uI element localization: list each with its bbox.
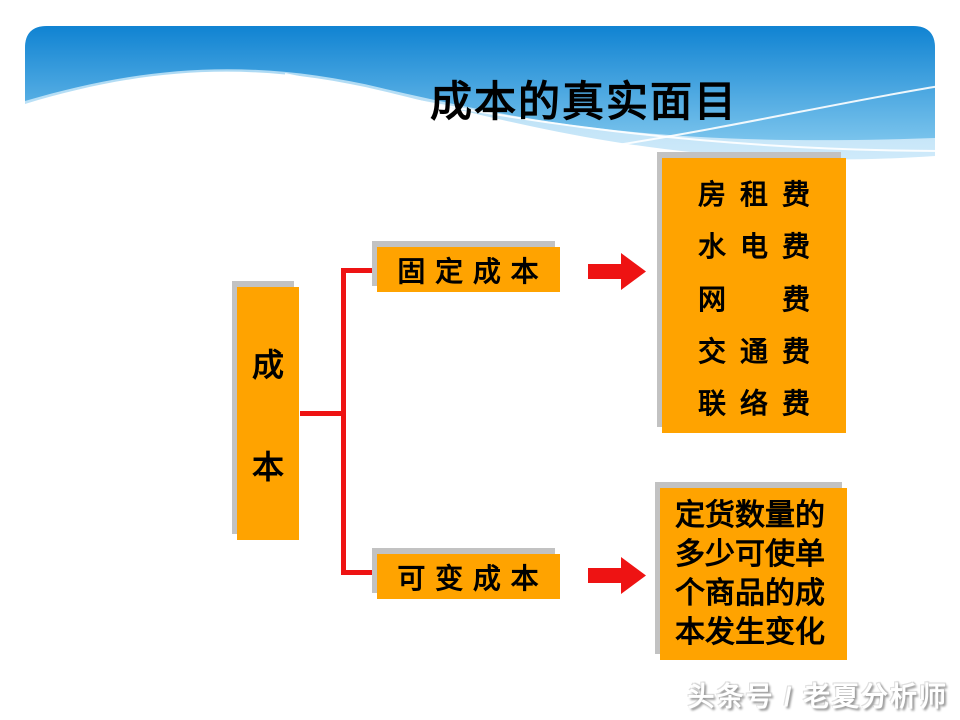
fee-item: 水电费 — [698, 225, 810, 265]
fee-char: 络 — [739, 388, 768, 419]
header-swoosh-line-a — [284, 73, 941, 152]
fee-char: 房 — [698, 179, 727, 210]
fee-char: 通 — [739, 335, 768, 367]
arrow-fixed-icon — [588, 253, 646, 290]
fee-item: 联络费 — [698, 382, 810, 422]
arrow-variable-icon — [588, 557, 646, 594]
variable-cost-note: 定货数量的多少可使单个商品的成本发生变化 — [675, 499, 825, 649]
fee-char: 电 — [739, 231, 768, 263]
cost-char-2: 本 — [251, 448, 284, 485]
page-title: 成本的真实面目 — [430, 78, 739, 125]
header-swoosh-line-b — [379, 85, 941, 171]
fixed-cost-details: 房租费水电费网费交通费联络费 — [662, 158, 846, 433]
fixed-cost-label: 固 定 成 本 — [397, 255, 540, 287]
fee-char: 联 — [698, 388, 727, 419]
connector-variable-stub — [344, 570, 378, 575]
fee-char: 费 — [781, 388, 810, 419]
fee-char: 交 — [698, 335, 727, 367]
connector-vertical-line — [341, 268, 346, 575]
fee-char: 费 — [781, 335, 810, 367]
fee-item: 网费 — [698, 278, 810, 318]
fee-char: 租 — [739, 179, 768, 210]
fee-item: 交通费 — [698, 330, 810, 370]
variable-cost-details: 定货数量的多少可使单个商品的成本发生变化 — [660, 488, 847, 660]
fee-char: 费 — [781, 231, 810, 263]
fee-char: 水 — [698, 231, 727, 263]
cost-char-1: 成 — [251, 346, 284, 383]
connector-fixed-stub — [344, 268, 378, 273]
fee-char: 网 — [698, 283, 727, 315]
node-fixed-cost: 固 定 成 本 — [377, 247, 560, 292]
node-variable-cost: 可 变 成 本 — [377, 554, 560, 599]
fee-item: 房租费 — [698, 173, 810, 213]
node-cost: 成 本 — [237, 287, 299, 540]
fee-char: 费 — [781, 283, 810, 315]
variable-cost-label: 可 变 成 本 — [397, 562, 540, 594]
header-wave-graphic — [25, 26, 941, 171]
header-wave-main-layer — [25, 26, 935, 141]
watermark: 头条号 / 老夏分析师 — [687, 682, 948, 712]
header-banner: 成本的真实面目 — [0, 0, 960, 190]
fee-char: 费 — [781, 179, 810, 210]
connector-root-line — [300, 411, 343, 416]
